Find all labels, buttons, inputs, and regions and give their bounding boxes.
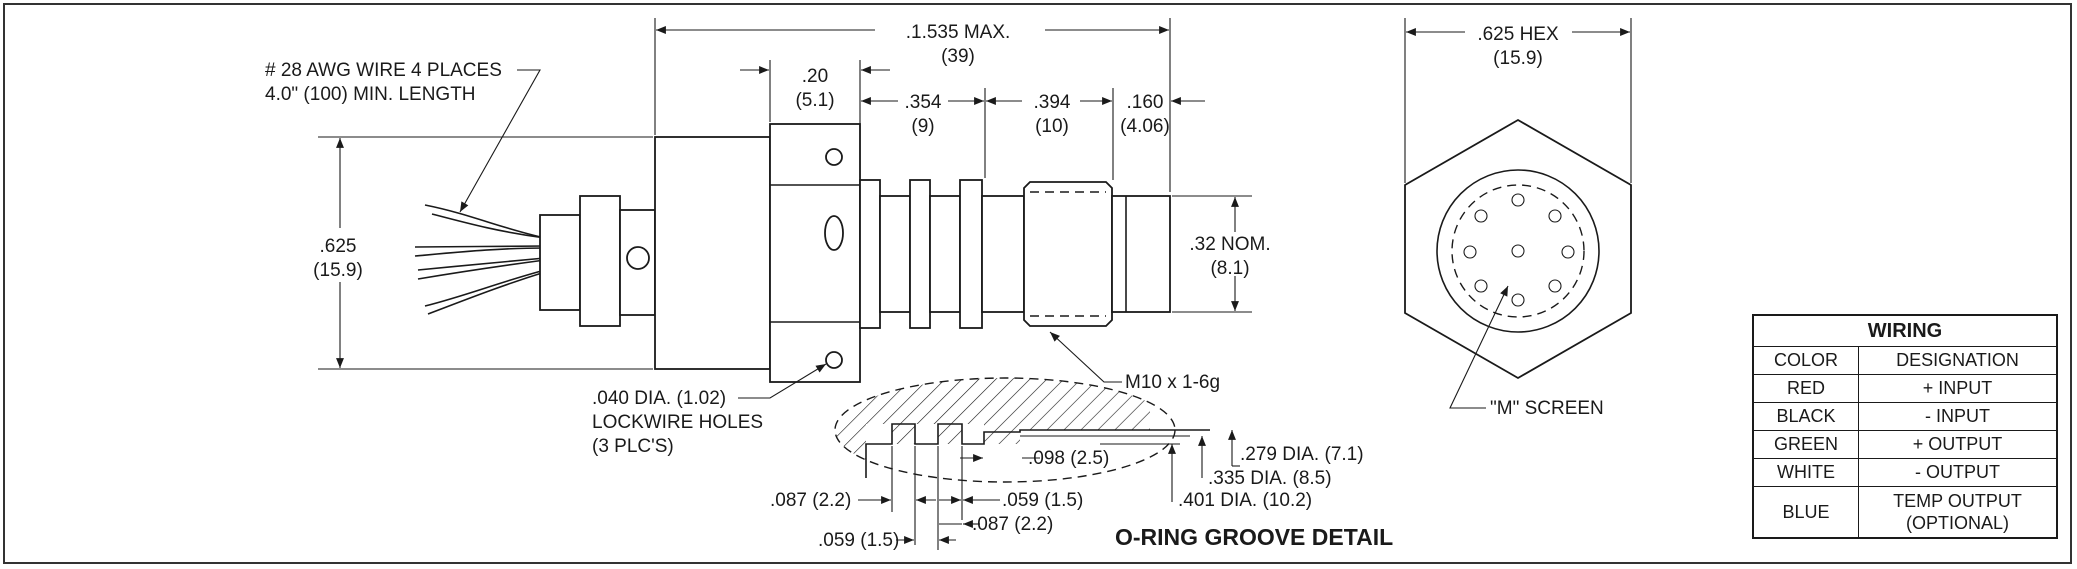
wire-designation: + OUTPUT bbox=[1858, 430, 2058, 459]
rear-connector bbox=[539, 214, 581, 311]
wiring-header-designation: DESIGNATION bbox=[1858, 346, 2058, 375]
dim-20-metric: (5.1) bbox=[795, 90, 834, 111]
wire-note-line1: # 28 AWG WIRE 4 PLACES bbox=[265, 60, 502, 81]
dia-625-label: .625 bbox=[320, 236, 357, 257]
side-view-dimensions: .1.535 MAX. (39) .20 (5.1) .354 (9) .394… bbox=[265, 18, 1271, 457]
rear-hole bbox=[626, 246, 650, 270]
hex-label: .625 HEX bbox=[1477, 24, 1559, 45]
dim-20-label: .20 bbox=[802, 66, 828, 87]
wire-designation: TEMP OUTPUT (OPTIONAL) bbox=[1858, 486, 2058, 539]
overall-length-label: .1.535 MAX. bbox=[906, 22, 1011, 43]
rear-collar bbox=[579, 195, 621, 327]
groove-land-3 bbox=[959, 179, 983, 329]
screen-circle bbox=[1451, 184, 1585, 318]
groove-dia-401: .401 DIA. (10.2) bbox=[1178, 490, 1312, 511]
groove-land-1 bbox=[859, 179, 881, 329]
groove-1 bbox=[879, 195, 911, 313]
wire-designation: + INPUT bbox=[1858, 374, 2058, 403]
lockwire-line2: LOCKWIRE HOLES bbox=[592, 412, 763, 433]
wire-color: BLACK bbox=[1752, 402, 1859, 431]
dia-32-metric: (8.1) bbox=[1210, 258, 1249, 279]
groove-land-2 bbox=[909, 179, 931, 329]
groove-dim-059-b: .059 (1.5) bbox=[818, 530, 899, 551]
overall-length-metric: (39) bbox=[941, 46, 975, 67]
sensor-side-view bbox=[414, 123, 1171, 383]
hex-outline bbox=[1404, 118, 1632, 380]
hex-body bbox=[769, 123, 861, 383]
drawing-frame bbox=[3, 3, 2072, 564]
port-outer-circle bbox=[1436, 169, 1600, 333]
wiring-table: WIRING COLOR DESIGNATION RED + INPUT BLA… bbox=[1752, 314, 2058, 539]
main-housing bbox=[654, 136, 771, 370]
groove-dim-059-a: .059 (1.5) bbox=[1002, 490, 1083, 511]
dim-394-metric: (10) bbox=[1035, 116, 1069, 137]
pressure-port-tip bbox=[1111, 195, 1171, 313]
groove-2 bbox=[929, 195, 961, 313]
thread-label: M10 x 1-6g bbox=[1125, 372, 1220, 393]
wiring-title: WIRING bbox=[1752, 314, 2058, 347]
lockwire-hole-mid bbox=[824, 215, 844, 251]
groove-dim-087-b: .087 (2.2) bbox=[972, 514, 1053, 535]
wire-color: WHITE bbox=[1752, 458, 1859, 487]
lead-wires bbox=[414, 204, 546, 315]
groove-dim-098: .098 (2.5) bbox=[1028, 448, 1109, 469]
lockwire-hole-top bbox=[825, 148, 843, 166]
dim-354-label: .354 bbox=[905, 92, 942, 113]
dia-625-metric: (15.9) bbox=[313, 260, 363, 281]
wire-color: RED bbox=[1752, 374, 1859, 403]
groove-dim-087-a: .087 (2.2) bbox=[770, 490, 851, 511]
wiring-header-color: COLOR bbox=[1752, 346, 1859, 375]
screen-holes bbox=[1463, 193, 1575, 307]
table-row: BLUE TEMP OUTPUT (OPTIONAL) bbox=[1752, 486, 2058, 539]
wire-note-line2: 4.0" (100) MIN. LENGTH bbox=[265, 84, 476, 105]
table-row: GREEN + OUTPUT bbox=[1752, 430, 2058, 459]
dim-160-label: .160 bbox=[1127, 92, 1164, 113]
wire-designation: - OUTPUT bbox=[1858, 458, 2058, 487]
groove-dia-279: .279 DIA. (7.1) bbox=[1240, 444, 1364, 465]
wire-color: BLUE bbox=[1752, 486, 1859, 539]
groove-3 bbox=[981, 195, 1025, 313]
dim-354-metric: (9) bbox=[911, 116, 934, 137]
dim-394-label: .394 bbox=[1034, 92, 1071, 113]
hex-metric: (15.9) bbox=[1493, 48, 1543, 69]
sensor-end-view: .625 HEX (15.9) "M" SCREEN bbox=[1404, 18, 1632, 419]
table-row: BLACK - INPUT bbox=[1752, 402, 2058, 431]
dim-160-metric: (4.06) bbox=[1120, 116, 1170, 137]
wire-designation: - INPUT bbox=[1858, 402, 2058, 431]
table-row: RED + INPUT bbox=[1752, 374, 2058, 403]
table-row: WHITE - OUTPUT bbox=[1752, 458, 2058, 487]
groove-dia-335: .335 DIA. (8.5) bbox=[1208, 468, 1332, 489]
o-ring-groove-detail: .279 DIA. (7.1) .335 DIA. (8.5) .401 DIA… bbox=[770, 377, 1393, 551]
lockwire-line3: (3 PLC'S) bbox=[592, 436, 674, 457]
groove-detail-title: O-RING GROOVE DETAIL bbox=[1115, 524, 1393, 550]
thread-section bbox=[1023, 181, 1113, 327]
screen-label: "M" SCREEN bbox=[1490, 398, 1604, 419]
lockwire-hole-bottom bbox=[825, 351, 843, 369]
wire-color: GREEN bbox=[1752, 430, 1859, 459]
lockwire-line1: .040 DIA. (1.02) bbox=[592, 388, 726, 409]
dia-32-label: .32 NOM. bbox=[1189, 234, 1270, 255]
